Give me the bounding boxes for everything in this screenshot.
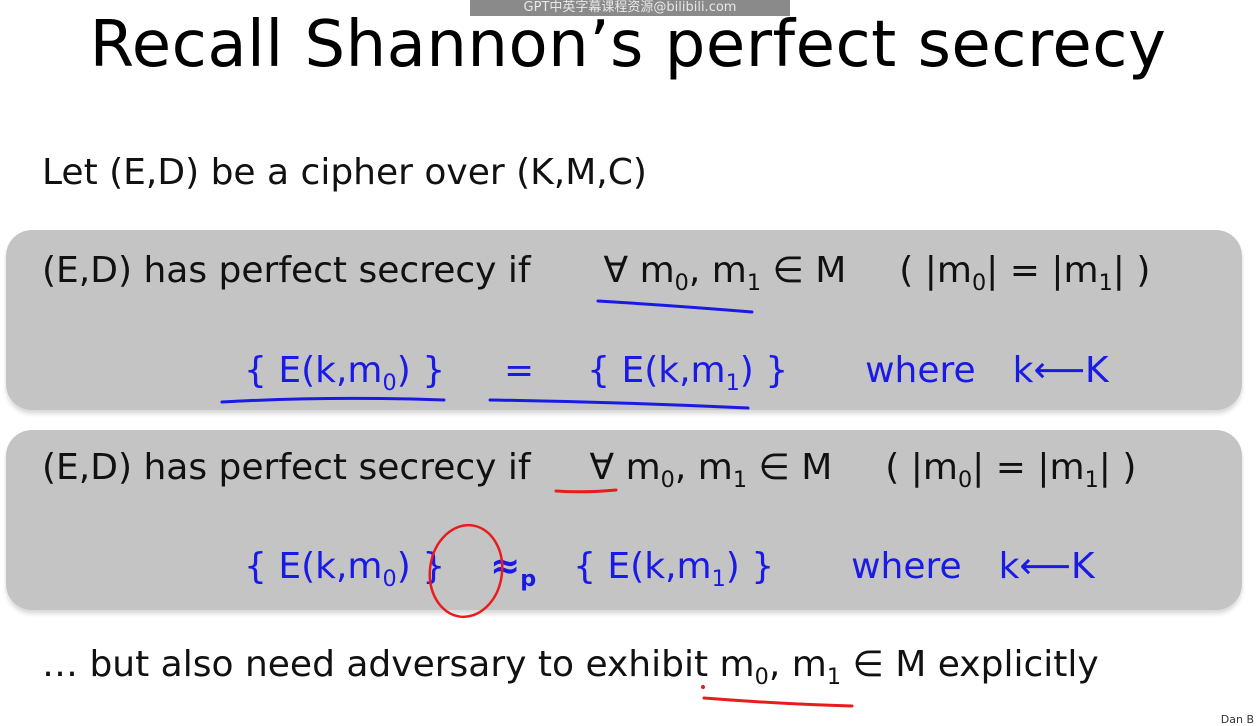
equals-sign: = xyxy=(504,350,535,391)
m1-var: m1 xyxy=(791,644,842,690)
box2-statement: (E,D) has perfect secrecy if ∀ m0, m1 ∈ … xyxy=(42,447,1137,493)
key-sampling: k⟵K xyxy=(1012,350,1109,391)
box1-statement: (E,D) has perfect secrecy if ∀ m0, m1 ∈ … xyxy=(42,250,1151,296)
lhs-distribution: { E(k,m0) } xyxy=(244,546,446,592)
lhs-distribution: { E(k,m0) } xyxy=(244,350,446,396)
forall-symbol: ∀ xyxy=(603,250,629,291)
key-sampling: k⟵K xyxy=(998,546,1095,587)
m0-var: m0 xyxy=(625,447,675,493)
definition-box-approx xyxy=(6,430,1242,610)
footer-statement: … but also need adversary to exhibit m0,… xyxy=(42,644,1099,690)
intro-text: Let (E,D) be a cipher over (K,M,C) xyxy=(42,152,647,193)
slide-title: Recall Shannon’s perfect secrecy xyxy=(89,8,1167,82)
m1-var: m1 xyxy=(697,447,748,493)
box2-equation: { E(k,m0) } ≈p { E(k,m1) } where k⟵K xyxy=(244,546,1095,592)
footer-tail: ∈ M explicitly xyxy=(852,644,1099,685)
author-credit: Dan B xyxy=(1220,713,1254,726)
rhs-distribution: { E(k,m1) } xyxy=(573,546,775,592)
in-set: ∈ M xyxy=(758,447,833,488)
m0-var: m0 xyxy=(639,250,689,296)
where-keyword: where xyxy=(851,546,962,587)
approx-relation: ≈p xyxy=(490,546,537,592)
m0-var: m0 xyxy=(719,644,769,690)
length-condition: ( |m0| = |m1| ) xyxy=(899,250,1151,296)
length-condition: ( |m0| = |m1| ) xyxy=(885,447,1137,493)
box1-equation: { E(k,m0) } = { E(k,m1) } where k⟵K xyxy=(244,350,1109,396)
forall-symbol: ∀ xyxy=(589,447,615,488)
where-keyword: where xyxy=(865,350,976,391)
footer-text: … but also need adversary to exhibit xyxy=(42,644,709,685)
watermark: GPT中英字幕课程资源@bilibili.com xyxy=(470,0,790,16)
rhs-distribution: { E(k,m1) } xyxy=(587,350,789,396)
in-set: ∈ M xyxy=(772,250,847,291)
red-underline-footer xyxy=(702,696,854,708)
m1-var: m1 xyxy=(711,250,762,296)
box1-lead: (E,D) has perfect secrecy if xyxy=(42,250,531,291)
box2-lead: (E,D) has perfect secrecy if xyxy=(42,447,531,488)
definition-box-perfect xyxy=(6,230,1242,410)
